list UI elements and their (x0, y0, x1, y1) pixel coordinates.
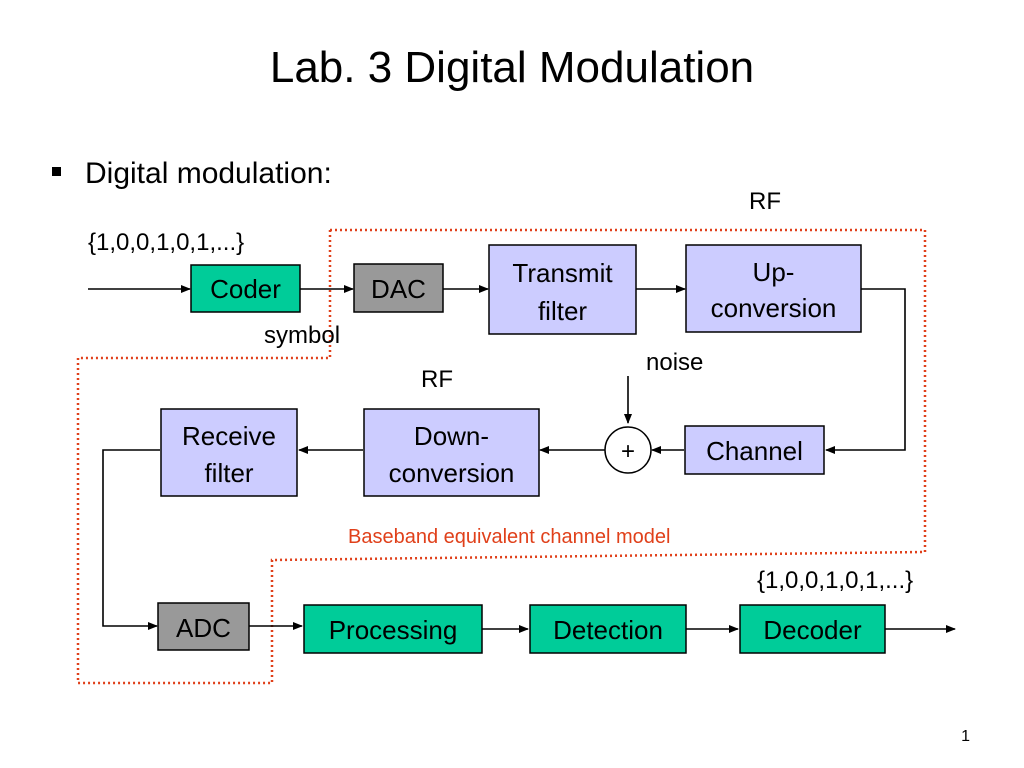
receive-filter-label-line2: filter (204, 458, 253, 488)
input-bits-label: {1,0,0,1,0,1,...} (88, 229, 244, 256)
arrow-receive-to-adc (102, 449, 160, 630)
receive-filter-label-line1: Receive (182, 421, 276, 451)
symbol-label: symbol (264, 322, 340, 349)
transmit-filter-label-line2: filter (538, 296, 587, 326)
up-conversion-label-line1: Up- (753, 257, 795, 287)
processing-block: Processing (303, 604, 483, 654)
down-conversion-label-line2: conversion (389, 458, 515, 488)
arrow-upconv-to-channel (825, 288, 906, 454)
down-conversion-label-line1: Down- (414, 421, 489, 451)
bullet-item: Digital modulation: (52, 156, 332, 192)
coder-label: Coder (210, 274, 281, 304)
baseband-model-label: Baseband equivalent channel model (348, 526, 670, 548)
coder-block: Coder (190, 264, 301, 313)
channel-block: Channel (684, 425, 825, 475)
detection-label: Detection (553, 615, 663, 645)
bullet-text: Digital modulation: (85, 157, 332, 190)
transmit-filter-label-line1: Transmit (512, 258, 613, 288)
adc-block: ADC (157, 602, 250, 651)
slide-title: Lab. 3 Digital Modulation (269, 43, 755, 92)
rf-top-label: RF (749, 188, 781, 215)
square-bullet-icon (52, 166, 61, 176)
detection-block: Detection (529, 604, 687, 654)
output-bits-label: {1,0,0,1,0,1,...} (757, 567, 913, 594)
down-conversion-block: Down- conversion (363, 408, 540, 497)
dac-block: DAC (353, 263, 444, 313)
processing-label: Processing (329, 615, 458, 645)
transmit-filter-block: Transmit filter (488, 244, 637, 335)
up-conversion-label-line2: conversion (711, 293, 837, 323)
decoder-block: Decoder (739, 604, 886, 654)
receive-filter-block: Receive filter (160, 408, 298, 497)
channel-label: Channel (706, 436, 803, 466)
dac-label: DAC (371, 274, 426, 304)
noise-label: noise (646, 349, 703, 376)
page-number: 1 (961, 728, 970, 745)
up-conversion-block: Up- conversion (685, 244, 862, 333)
decoder-label: Decoder (763, 615, 862, 645)
baseband-boundary (76, 228, 927, 685)
adc-label: ADC (176, 613, 231, 643)
adder-symbol: + (621, 438, 635, 465)
rf-mid-label: RF (421, 366, 453, 393)
adder-node: + (604, 426, 652, 474)
signal-connections (88, 285, 956, 633)
